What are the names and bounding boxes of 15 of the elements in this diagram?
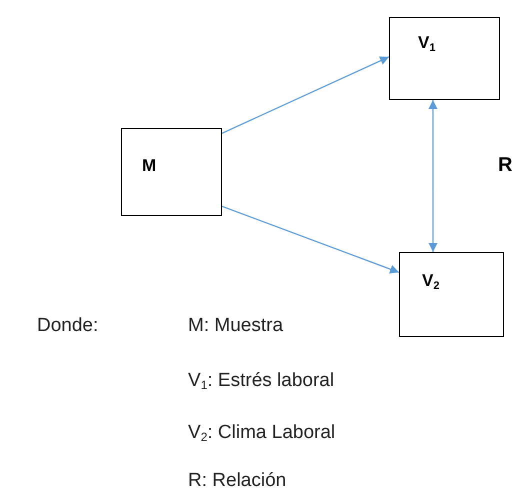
box <box>399 252 504 337</box>
box <box>389 17 500 100</box>
arrow <box>222 56 390 134</box>
legend-text: M: Muestra <box>188 315 284 337</box>
box <box>121 128 222 216</box>
arrow <box>428 100 438 252</box>
node-label: V$_{2}$ <box>422 271 440 292</box>
arrow <box>222 206 400 274</box>
legend-heading: Donde: <box>37 315 98 337</box>
legend-text: V$_{1}$: Estrés laboral <box>188 370 334 392</box>
node-label: V$_{1}$ <box>418 33 436 54</box>
legend-text: V$_{2}$: Clima Laboral <box>188 422 336 444</box>
legend-text: R: Relación <box>188 470 286 488</box>
edge-label: R <box>498 154 512 177</box>
node-label: M <box>142 156 156 176</box>
